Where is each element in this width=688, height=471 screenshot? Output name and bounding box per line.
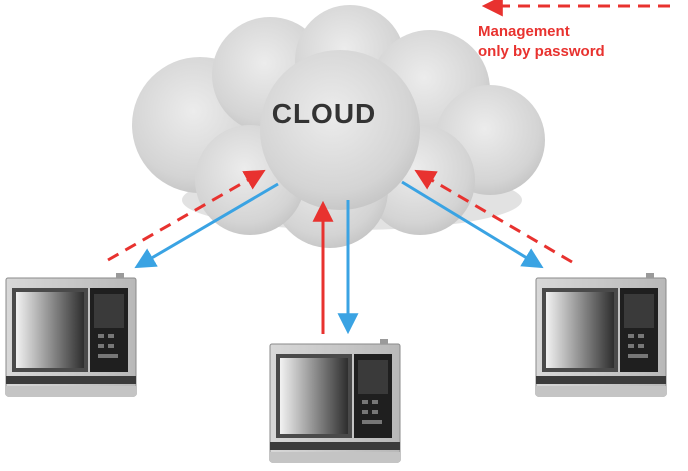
combi-oven-icon <box>269 338 401 463</box>
cloud-icon <box>132 5 545 248</box>
combi-oven-icon <box>5 272 137 397</box>
combi-oven-icon <box>535 272 667 397</box>
right-data-arrow <box>401 180 544 269</box>
left-management-arrow <box>107 169 266 262</box>
right-management-arrow <box>414 169 573 264</box>
cloud-label: CLOUD <box>271 98 377 129</box>
legend-label: Management only by password <box>478 22 605 62</box>
legend-line-2: only by password <box>478 43 605 60</box>
legend-line-1: Management <box>478 23 570 40</box>
left-data-arrow <box>134 182 279 269</box>
